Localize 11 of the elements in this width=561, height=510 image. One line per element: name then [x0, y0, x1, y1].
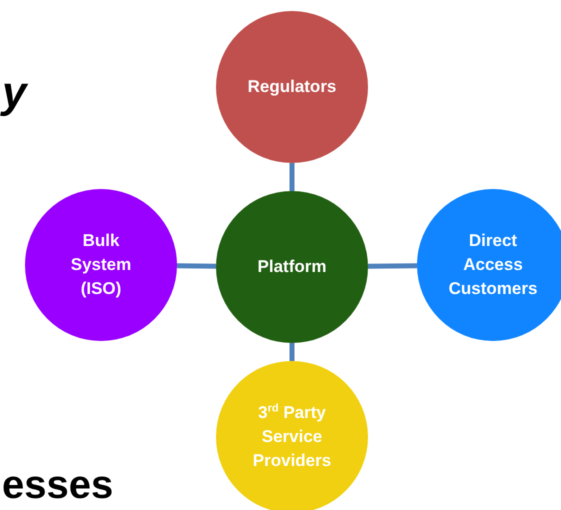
connector-line: [176, 263, 216, 269]
node-label: Regulators: [246, 76, 338, 98]
heading-fragment: y: [0, 68, 30, 119]
connector-line: [368, 263, 418, 269]
heading-fragment: esses: [1, 462, 114, 508]
node-label: Direct Access Customers: [448, 230, 538, 300]
node-label: Platform: [256, 256, 328, 278]
node-label: 3$^{rd}$ Party Service Providers: [252, 402, 332, 472]
connector-line: [290, 343, 294, 361]
node-label: Bulk System (ISO): [70, 230, 132, 300]
connector-line: [290, 163, 294, 191]
